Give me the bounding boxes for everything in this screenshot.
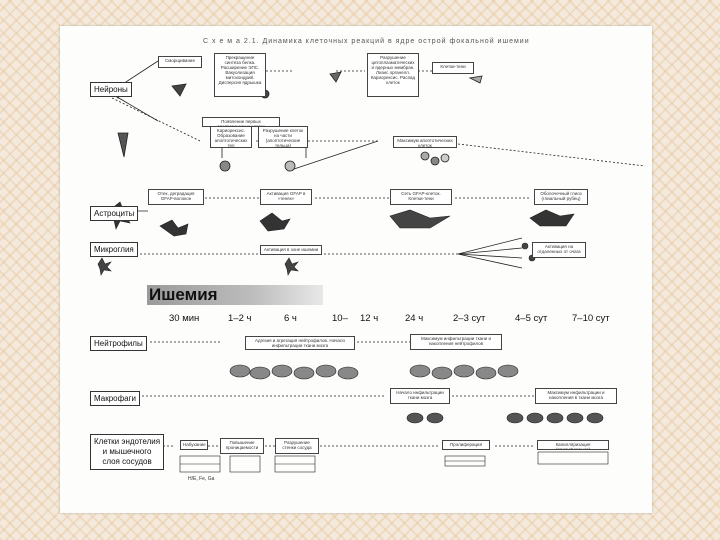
box-micro-distant-activation: Активация на отдаленных от очага: [532, 242, 586, 258]
box-neuron-karyorrhexis: Кариорексис. Образование апоптотических …: [210, 126, 252, 148]
row-label-astrocytes: Астроциты: [90, 206, 139, 221]
astro-cells: [109, 201, 575, 237]
neuron-cells: [109, 71, 483, 172]
box-astro-network: Сеть GFAP-клеток. Клетки-тени: [390, 189, 452, 205]
time-tick-5: 24 ч: [405, 313, 424, 324]
box-macrophage-start: Начало инфильтрации ткани мозга: [390, 388, 450, 404]
box-neuron-max-apoptotic: Максимум апоптотических клеток: [393, 136, 457, 148]
diagram-title: С х е м а 2.1. Динамика клеточных реакци…: [203, 38, 530, 45]
row-label-microglia: Микроглия: [90, 242, 138, 257]
vessel-sketches: [179, 451, 609, 473]
time-tick-0: 30 мин: [169, 313, 200, 324]
box-neuron-ghosts: Клетки-тени: [432, 62, 474, 74]
time-tick-2: 6 ч: [284, 313, 297, 324]
time-tick-3: 10–: [332, 313, 348, 324]
macrophage-cells: [406, 412, 604, 424]
ischemia-bar: Ишемия: [147, 285, 323, 305]
diagram-graphics: [97, 60, 646, 473]
endothelium-line-1: Клетки эндотелия: [94, 437, 161, 446]
box-neuron-stop-synthesis: Прекращение синтеза белка. Расширение ЭП…: [214, 53, 266, 97]
time-tick-7: 4–5 сут: [515, 313, 548, 324]
box-neuron-apoptotic-bodies: Разрушение клеток на части (апоптотическ…: [258, 126, 308, 148]
time-tick-6: 2–3 сут: [453, 313, 486, 324]
time-tick-8: 7–10 сут: [572, 313, 610, 324]
endothelium-line-2: и мышечного: [102, 447, 152, 456]
box-endo-permeability: Повышение проницаемости: [220, 438, 264, 454]
diagram-sheet: С х е м а 2.1. Динамика клеточных реакци…: [60, 26, 652, 513]
row-label-neutrophils: Нейтрофилы: [90, 336, 147, 351]
box-astro-edema: Отек, деградация GFAP-волокон: [148, 189, 204, 205]
row-label-endothelium: Клетки эндотелия и мышечного слоя сосудо…: [90, 434, 165, 470]
endothelium-line-3: слоя сосудов: [102, 457, 152, 466]
stain-note: H/E, Fe, Ga: [188, 476, 215, 482]
micro-arrows: [100, 237, 523, 269]
time-tick-4: 12 ч: [360, 313, 379, 324]
row-label-macrophages: Макрофаги: [90, 391, 141, 406]
box-astro-activation: Активация GFAP в «тенях»: [260, 189, 312, 205]
time-tick-1: 1–2 ч: [228, 313, 252, 324]
box-neuron-destruction: Разрушение цитоплазматических и ядерных …: [367, 53, 419, 97]
box-micro-activation: Активация в зоне ишемии: [260, 245, 322, 255]
box-endo-capillarization: Капилляризация (пролиферация): [537, 440, 609, 450]
box-neutrophil-adhesion: Адгезия и агрегация нейтрофилов. Начало …: [245, 336, 355, 350]
box-endo-swelling: Набухание: [180, 440, 208, 450]
neutrophil-cells: [229, 364, 519, 380]
box-macrophage-max: Максимум инфильтрации и накопления в тка…: [535, 388, 617, 404]
box-endo-proliferation: Пролиферация: [442, 440, 490, 450]
box-astro-scar: Оболочечный глиоз (глиальный рубец): [534, 189, 588, 205]
box-neuron-swelling: Сморщивание: [158, 56, 202, 68]
box-endo-wall-damage: Разрушение стенки сосуда: [275, 438, 319, 454]
row-label-neurons: Нейроны: [90, 82, 132, 97]
box-neutrophil-max: Максимум инфильтрации ткани и накопления…: [410, 334, 502, 350]
neuron-arrows: [111, 60, 646, 172]
lower-arrows: [138, 341, 535, 447]
